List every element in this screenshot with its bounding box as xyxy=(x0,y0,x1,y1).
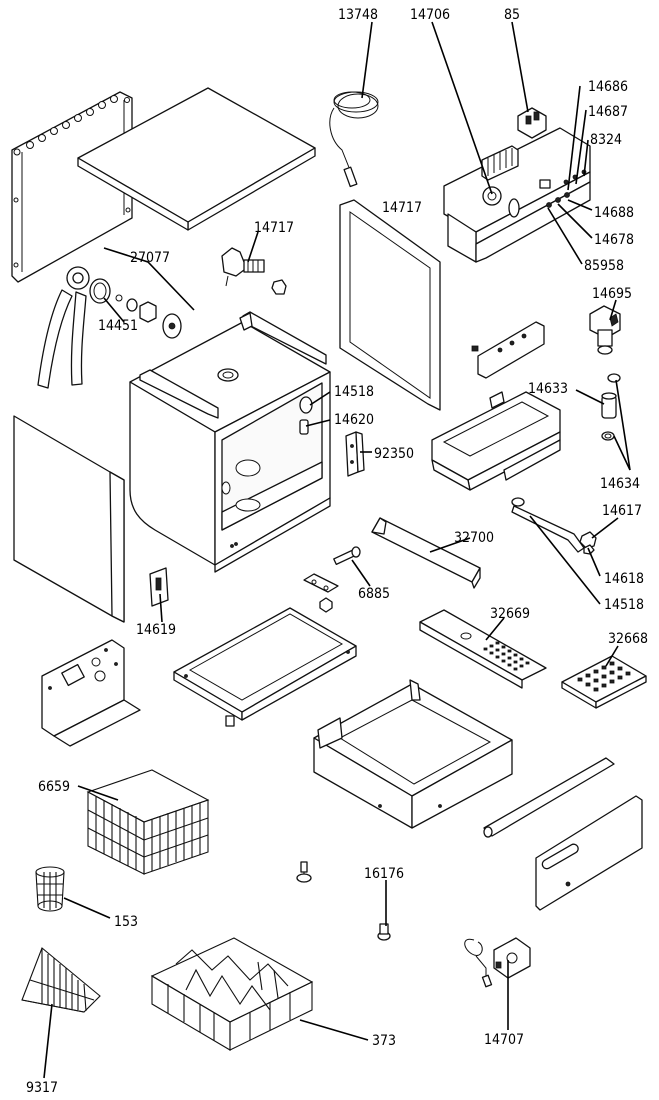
label-14634: 14634 xyxy=(600,476,640,492)
label-14620: 14620 xyxy=(334,412,374,428)
leveling-foot xyxy=(296,861,312,883)
bracket-92350 xyxy=(345,431,365,477)
long-bar xyxy=(483,757,615,838)
label-92350: 92350 xyxy=(374,446,414,462)
label-27077: 27077 xyxy=(130,250,170,266)
label-14717-valve: 14717 xyxy=(254,220,294,236)
hose-kit-27077 xyxy=(37,266,182,389)
grate-32668 xyxy=(561,655,647,709)
elbow-fitting-14717 xyxy=(221,247,287,295)
label-14686: 14686 xyxy=(588,79,628,95)
control-tray-14633 xyxy=(431,391,561,491)
basket-6659 xyxy=(86,769,210,875)
label-14618: 14618 xyxy=(604,571,644,587)
label-14706: 14706 xyxy=(410,7,450,23)
label-6885: 6885 xyxy=(358,586,390,602)
label-14617: 14617 xyxy=(602,503,642,519)
bracket-14619 xyxy=(149,567,169,607)
clip-16176 xyxy=(377,923,391,941)
valve-parts-14633-14634 xyxy=(601,373,621,441)
label-14451: 14451 xyxy=(98,318,138,334)
dish-rack-373 xyxy=(150,937,314,1051)
relay-85 xyxy=(517,107,547,139)
label-14619: 14619 xyxy=(136,622,176,638)
control-board xyxy=(471,321,545,379)
label-153: 153 xyxy=(114,914,138,930)
label-14633: 14633 xyxy=(528,381,568,397)
plate-rack-9317 xyxy=(21,947,101,1013)
label-14518-bottom: 14518 xyxy=(604,597,644,613)
solenoid-valve-14695 xyxy=(589,305,621,355)
back-panel xyxy=(11,91,133,283)
top-cover-panel xyxy=(77,87,316,231)
side-panel xyxy=(13,415,125,623)
label-9317: 9317 xyxy=(26,1080,58,1096)
base-frame xyxy=(313,679,513,829)
rail-32700 xyxy=(371,517,481,589)
part-number-labels: 13748 14706 85 14686 14687 8324 14688 14… xyxy=(26,7,648,1096)
label-85958: 85958 xyxy=(584,258,624,274)
label-32669: 32669 xyxy=(490,606,530,622)
label-32668: 32668 xyxy=(608,631,648,647)
cutlery-cup-153 xyxy=(35,866,65,912)
label-32700: 32700 xyxy=(454,530,494,546)
terminal-block xyxy=(481,145,519,181)
pin-6885 xyxy=(333,546,361,566)
drain-tube-14618 xyxy=(511,497,597,555)
label-85: 85 xyxy=(504,7,520,23)
drawer-tray xyxy=(173,607,357,727)
label-13748: 13748 xyxy=(338,7,378,23)
label-14687: 14687 xyxy=(588,104,628,120)
thermostat-14707 xyxy=(464,937,531,988)
label-8324: 8324 xyxy=(590,132,622,148)
label-14717-gasket: 14717 xyxy=(382,200,422,216)
front-kick-panel xyxy=(535,795,643,911)
label-14707: 14707 xyxy=(484,1032,524,1048)
gasket-frame-14717 xyxy=(339,199,441,411)
mounting-plate xyxy=(41,639,141,747)
label-14518-top: 14518 xyxy=(334,384,374,400)
label-16176: 16176 xyxy=(364,866,404,882)
label-6659: 6659 xyxy=(38,779,70,795)
hinge-plate xyxy=(303,573,339,613)
label-14695: 14695 xyxy=(592,286,632,302)
leader-lines xyxy=(43,21,631,1079)
label-14688: 14688 xyxy=(594,205,634,221)
main-tank-body xyxy=(129,311,331,573)
perforated-panel-32669 xyxy=(419,609,547,689)
capillary-probe-13748 xyxy=(329,91,379,188)
label-14678: 14678 xyxy=(594,232,634,248)
label-373: 373 xyxy=(372,1033,396,1049)
control-box-assembly xyxy=(443,127,591,263)
